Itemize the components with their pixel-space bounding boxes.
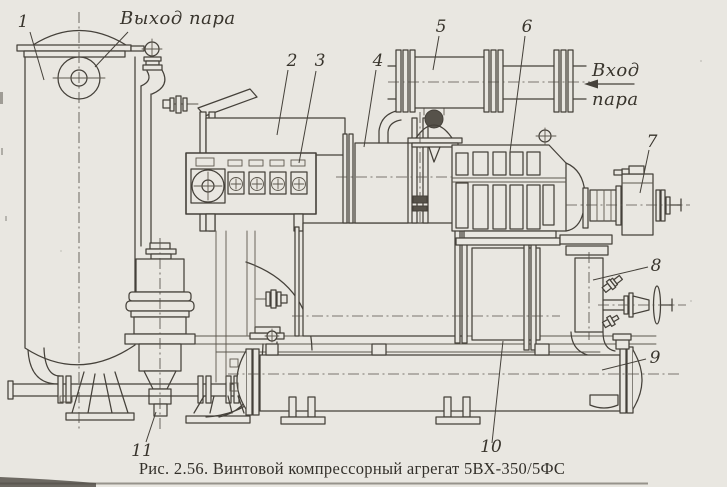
callout-1: 1 (18, 12, 29, 32)
compressor-inlet-housing (342, 133, 409, 224)
scan-artifacts (0, 60, 702, 487)
suction-pipe-bottom (7, 347, 251, 424)
steam-outlet-label: Выход пара (119, 8, 236, 29)
panel-gauges (227, 171, 308, 195)
instrument-panel (162, 88, 346, 383)
steam-outlet-valve (130, 38, 166, 247)
oil-tank (294, 222, 467, 337)
finned-casing (451, 127, 567, 246)
callout-2: 2 (286, 51, 298, 71)
vertical-tank (16, 29, 136, 421)
callout-4: 4 (372, 51, 384, 71)
steam-inlet-pipe (387, 49, 587, 113)
figure-caption: Рис. 2.56. Винтовой компрессорный агрега… (139, 459, 565, 478)
callout-6: 6 (522, 17, 533, 37)
callout-7: 7 (647, 132, 658, 152)
callout-leaders (29, 31, 650, 444)
horizontal-vessel (229, 328, 643, 425)
annotations: Выход пара Вход пара 1 2 3 4 5 6 7 8 9 1… (18, 8, 662, 478)
centerlines (78, 12, 690, 432)
callout-3: 3 (315, 51, 326, 71)
steam-inlet-label-line1: Вход (591, 60, 640, 81)
steam-inlet-arrow (584, 79, 635, 89)
callout-5: 5 (436, 17, 447, 37)
drive-unit (559, 162, 682, 256)
callout-8: 8 (651, 256, 662, 276)
callout-9: 9 (650, 348, 661, 368)
callout-11: 11 (131, 441, 153, 461)
suction-valve (378, 107, 463, 163)
steam-inlet-label-line2: пара (592, 89, 639, 110)
callout-10: 10 (480, 437, 502, 457)
